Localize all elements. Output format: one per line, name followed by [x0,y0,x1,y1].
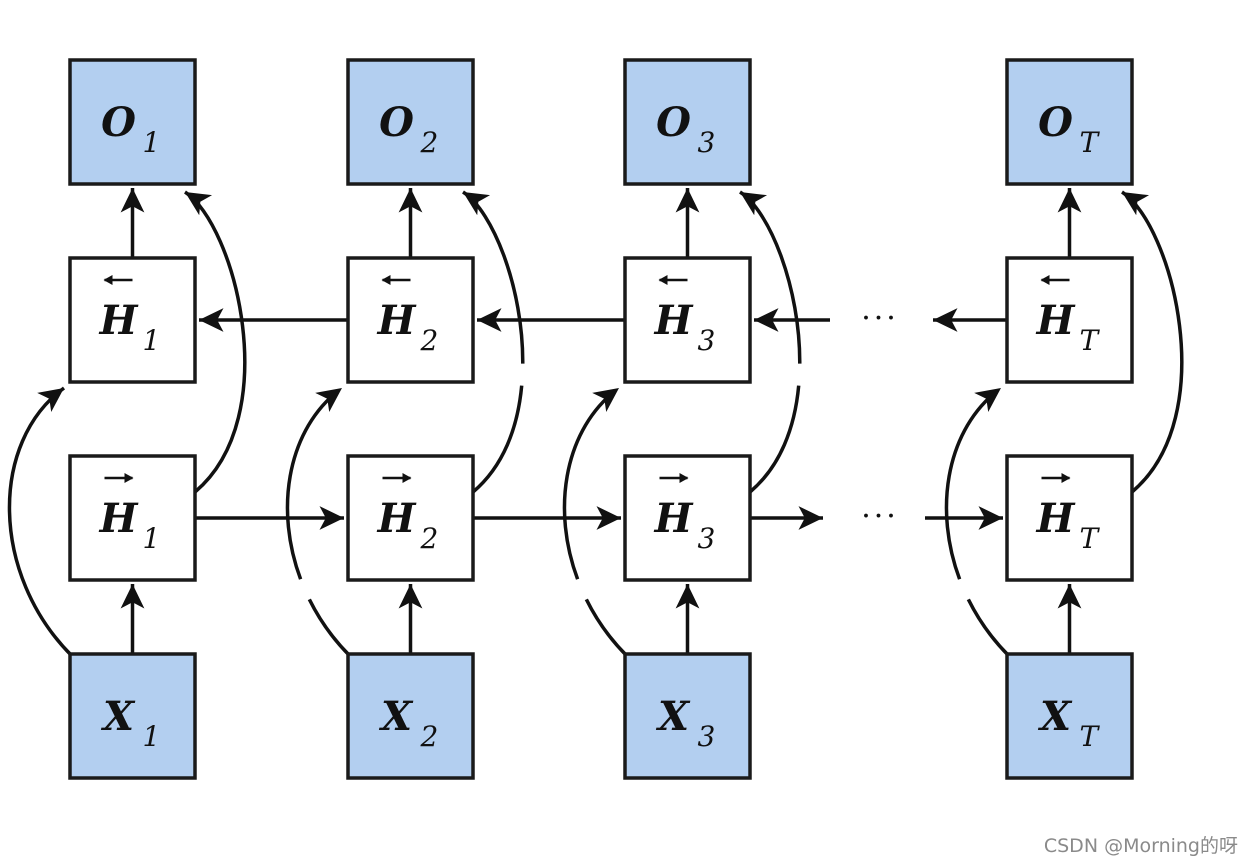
right-arrow-icon [679,473,689,483]
forward-hidden-label: H [1036,495,1076,542]
input-box [623,652,752,780]
forward-to-output-skip-arrow [462,190,525,494]
forward-hidden-label: H [377,495,417,542]
input-subscript: 3 [698,720,716,753]
input-to-backward-skip-arrow [562,386,629,658]
output-label: O [656,99,691,146]
output-label: O [101,99,136,146]
backward-hidden-box [1005,256,1134,384]
forward-hidden-subscript: 2 [420,522,439,555]
output-subscript: 1 [143,126,161,159]
output-box [1005,58,1134,186]
output-label: O [379,99,414,146]
forward-to-output-skip-arrow [1121,190,1184,494]
input-subscript: T [1080,720,1101,753]
backward-hidden-label: H [377,297,417,344]
left-arrow-icon [1040,275,1050,285]
backward-hidden-subscript: 1 [143,324,161,357]
forward-to-output-skip-arrow [739,190,802,494]
input-label: X [378,693,414,740]
input-label: X [1037,693,1073,740]
forward-hidden-label: H [654,495,694,542]
backward-hidden-label: H [1036,297,1076,344]
backward-hidden-label: H [654,297,694,344]
watermark: CSDN @Morning的呀 [1043,835,1238,857]
input-box [68,652,197,780]
input-label: X [100,693,136,740]
connections [7,188,1184,658]
backward-hidden-subscript: 3 [698,324,716,357]
left-arrow-icon [381,275,391,285]
output-subscript: T [1080,126,1101,159]
input-to-backward-skip-arrow [7,386,74,658]
forward-to-output-skip-arrow [184,190,247,494]
forward-hidden-box [623,454,752,582]
right-arrow-icon [1061,473,1071,483]
output-box [346,58,475,186]
ellipsis: ··· [861,301,899,336]
input-label: X [655,693,691,740]
input-box [1005,652,1134,780]
backward-hidden-box [623,256,752,384]
right-arrow-icon [402,473,412,483]
backward-hidden-subscript: 2 [420,324,439,357]
ellipsis: ··· [861,499,899,534]
output-label: O [1038,99,1073,146]
backward-hidden-label: H [99,297,139,344]
input-box [346,652,475,780]
output-box [68,58,197,186]
backward-hidden-box [346,256,475,384]
backward-hidden-box [68,256,197,384]
output-subscript: 3 [698,126,716,159]
input-subscript: 2 [420,720,439,753]
right-arrow-icon [124,473,134,483]
input-to-backward-skip-arrow [944,386,1011,658]
output-subscript: 2 [420,126,439,159]
forward-hidden-subscript: T [1080,522,1101,555]
forward-hidden-label: H [99,495,139,542]
forward-hidden-box [1005,454,1134,582]
input-subscript: 1 [143,720,161,753]
forward-hidden-subscript: 3 [698,522,716,555]
left-arrow-icon [658,275,668,285]
forward-hidden-subscript: 1 [143,522,161,555]
backward-hidden-subscript: T [1080,324,1101,357]
forward-hidden-box [68,454,197,582]
forward-hidden-box [346,454,475,582]
input-to-backward-skip-arrow [285,386,352,658]
left-arrow-icon [103,275,113,285]
output-box [623,58,752,186]
